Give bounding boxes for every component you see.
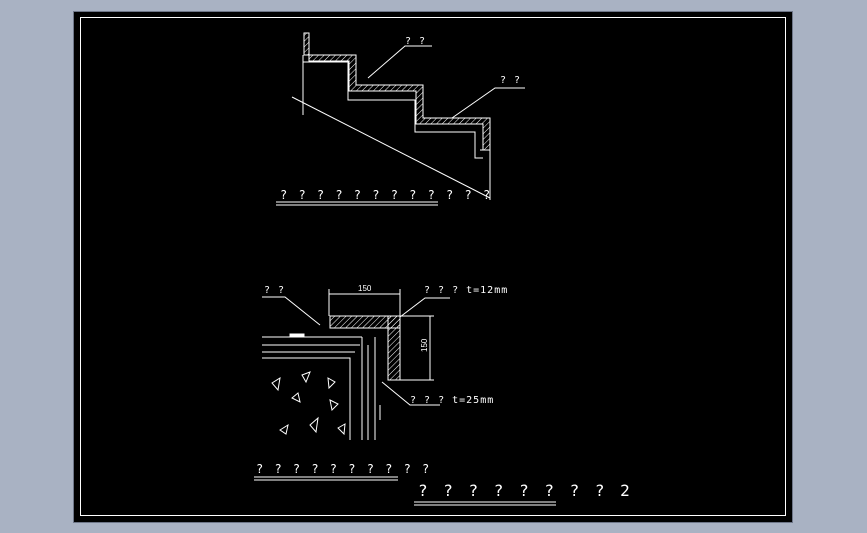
corner-callout-top-right: ? ? ? t=12mm <box>424 285 509 296</box>
leader-callout-1 <box>367 45 432 79</box>
corner-edge-detail <box>254 289 556 506</box>
drawing-border-frame <box>80 17 786 516</box>
stair-callout-2: ? ? <box>500 75 522 86</box>
dimension-horizontal: 150 <box>358 284 372 293</box>
leader-callout-2 <box>451 87 525 119</box>
corner-detail-title: ? ? ? ? ? ? ? ? ? ? <box>256 462 432 476</box>
concrete-outline <box>262 357 351 440</box>
corner-callout-left: ? ? <box>264 285 286 296</box>
dimension-vertical: 150 <box>420 338 429 352</box>
stair-finish-outer <box>304 54 491 151</box>
stair-detail-title: ? ? ? ? ? ? ? ? ? ? ? ? <box>280 188 493 202</box>
wall-hatch <box>303 32 310 56</box>
corner-callout-bottom-right: ? ? ? t=25mm <box>410 395 495 406</box>
leader-callout-bottom-right <box>381 381 440 406</box>
drawing-viewport[interactable] <box>74 12 792 522</box>
leader-callout-left <box>262 296 321 326</box>
concrete-aggregate <box>271 371 346 436</box>
sheet-title: ? ? ? ? ? ? ? ? 2 <box>418 481 633 500</box>
stair-callout-1: ? ? <box>405 36 427 47</box>
stair-finish-hatch <box>308 54 491 151</box>
stair-structure-inner <box>303 61 483 159</box>
small-plate <box>289 333 305 338</box>
stair-section-detail <box>276 32 525 206</box>
wood-cap-side <box>387 315 401 381</box>
stair-soffit-line <box>291 96 491 199</box>
leader-callout-top-right <box>399 297 450 318</box>
